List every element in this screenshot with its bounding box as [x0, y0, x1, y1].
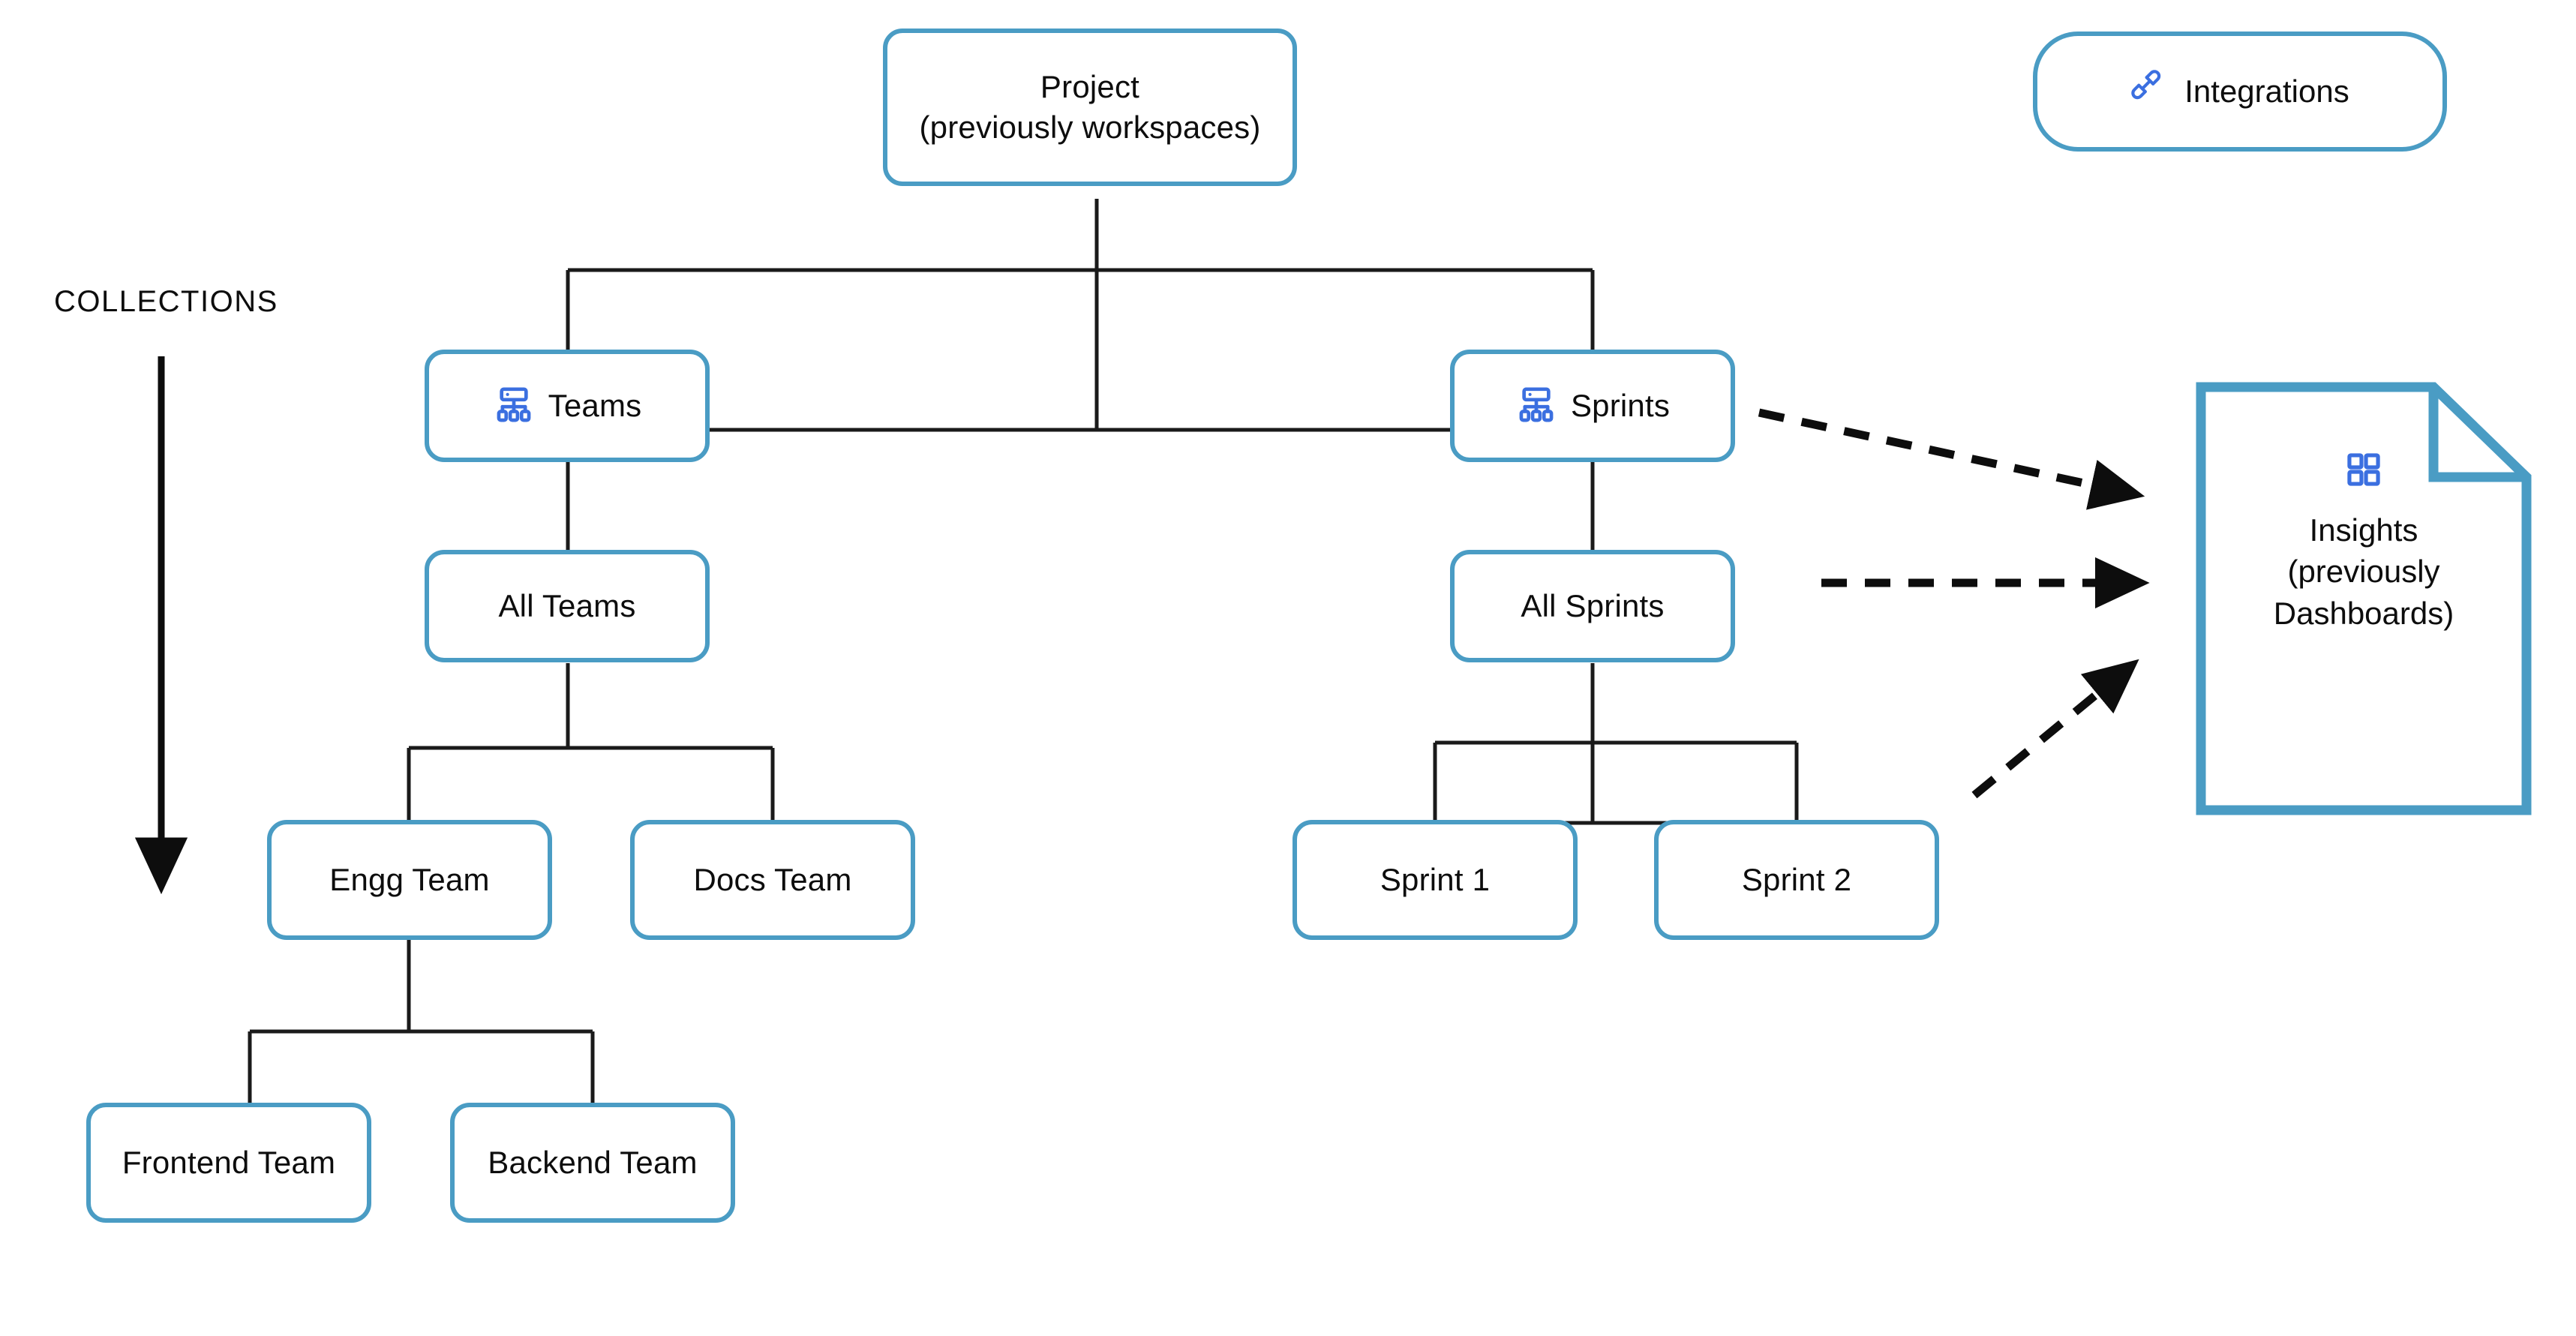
node-docs-team[interactable]: Docs Team	[630, 820, 915, 940]
hierarchy-icon	[1515, 385, 1557, 427]
node-all-teams[interactable]: All Teams	[425, 550, 710, 662]
node-all-teams-label: All Teams	[498, 588, 636, 624]
node-frontend-team[interactable]: Frontend Team	[86, 1103, 371, 1223]
edge-all-sprints-split	[1433, 663, 1799, 825]
node-project-label: Project (previously workspaces)	[919, 69, 1261, 145]
edge-project-to-children	[566, 199, 1595, 432]
node-sprint-2[interactable]: Sprint 2	[1654, 820, 1939, 940]
node-backend-team[interactable]: Backend Team	[450, 1103, 735, 1223]
node-project[interactable]: Project (previously workspaces)	[883, 29, 1297, 186]
edge-project-trunk	[566, 199, 1595, 350]
node-sprint-2-label: Sprint 2	[1741, 862, 1852, 898]
plug-icon	[2130, 69, 2168, 114]
node-sprint-1[interactable]: Sprint 1	[1293, 820, 1578, 940]
node-backend-team-label: Backend Team	[488, 1145, 698, 1181]
node-frontend-team-label: Frontend Team	[122, 1145, 336, 1181]
document-shape	[2196, 382, 2532, 815]
node-teams-label: Teams	[548, 388, 642, 424]
edge-all-sprints-children	[1433, 663, 1799, 820]
node-engg-team[interactable]: Engg Team	[267, 820, 552, 940]
node-sprints[interactable]: Sprints	[1450, 350, 1735, 462]
edge-engg-split	[248, 940, 595, 1103]
node-all-sprints[interactable]: All Sprints	[1450, 550, 1735, 662]
hierarchy-icon	[493, 385, 535, 427]
node-integrations-label: Integrations	[2184, 74, 2349, 109]
node-all-sprints-label: All Sprints	[1521, 588, 1665, 624]
collections-caption: COLLECTIONS	[54, 285, 278, 318]
node-integrations[interactable]: Integrations	[2033, 32, 2447, 152]
node-sprints-label: Sprints	[1570, 388, 1671, 424]
node-sprint-1-label: Sprint 1	[1380, 862, 1491, 898]
node-engg-team-label: Engg Team	[329, 862, 490, 898]
node-insights[interactable]: Insights (previously Dashboards)	[2195, 381, 2532, 816]
dashed-arrow-sprints-to-insights	[1758, 408, 2145, 510]
dashed-arrow-sprint2-to-insights	[1971, 659, 2139, 799]
edge-all-teams-split	[407, 663, 775, 820]
node-teams[interactable]: Teams	[425, 350, 710, 462]
node-docs-team-label: Docs Team	[693, 862, 852, 898]
